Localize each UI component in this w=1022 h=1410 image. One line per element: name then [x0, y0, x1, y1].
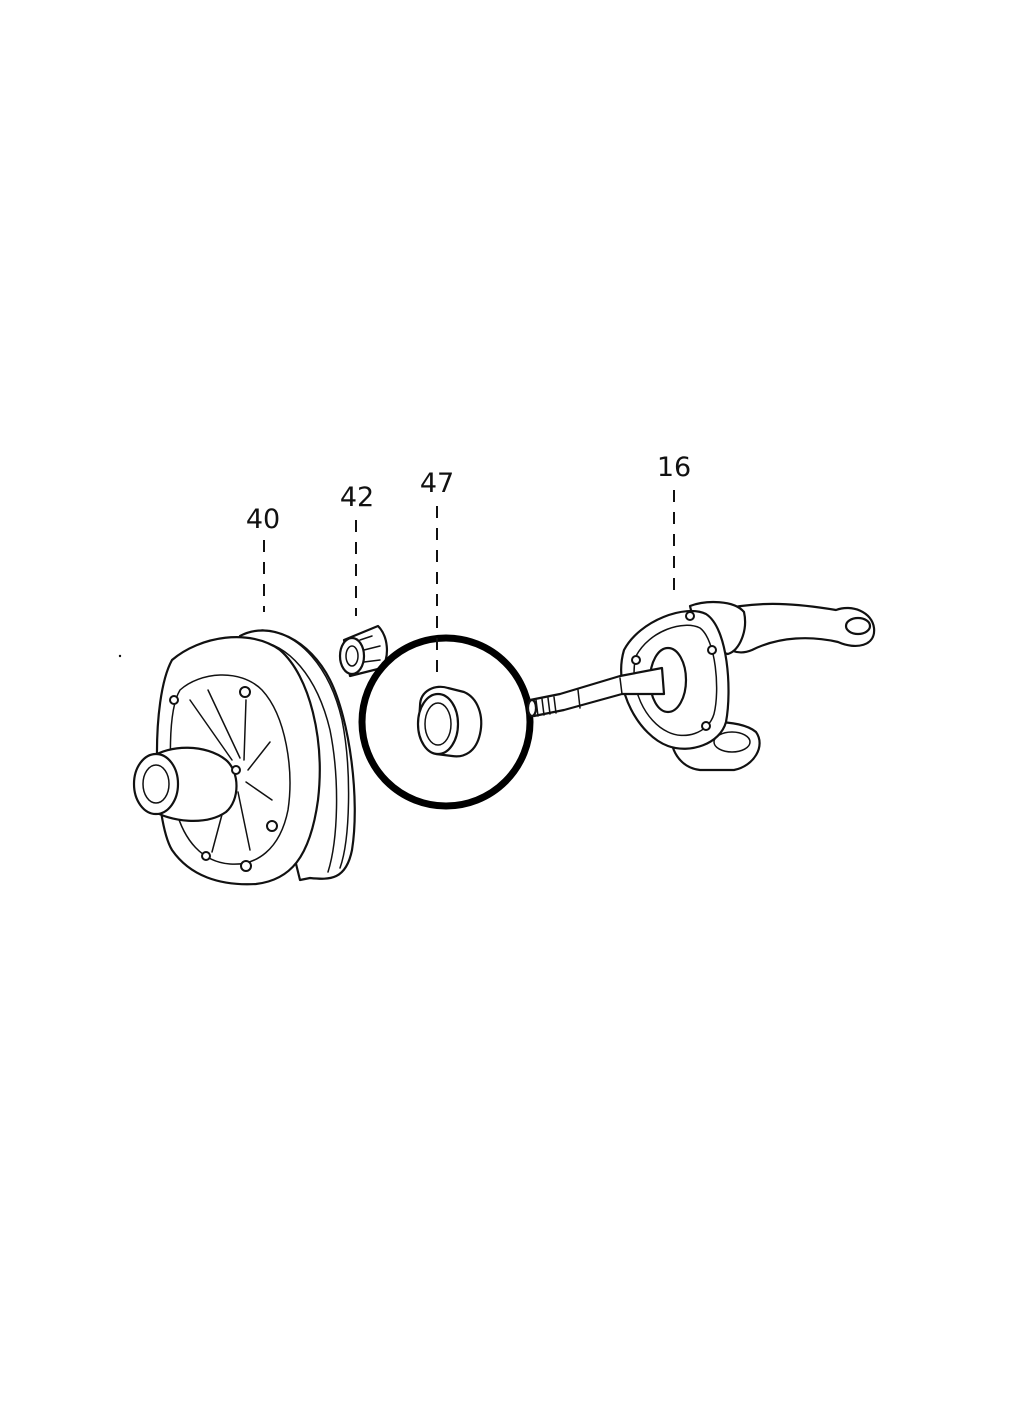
steering-knuckle-part[interactable]: [526, 600, 876, 772]
callout-40: 40: [246, 504, 280, 535]
scan-dot: [118, 654, 122, 658]
callout-47: 47: [420, 468, 454, 499]
callout-16: 16: [657, 452, 691, 483]
bearing-part[interactable]: [338, 624, 388, 678]
brake-drum-part[interactable]: [132, 629, 356, 886]
highlight-circle: [358, 634, 534, 810]
seal-part[interactable]: [416, 685, 483, 758]
callout-42: 42: [340, 482, 374, 513]
